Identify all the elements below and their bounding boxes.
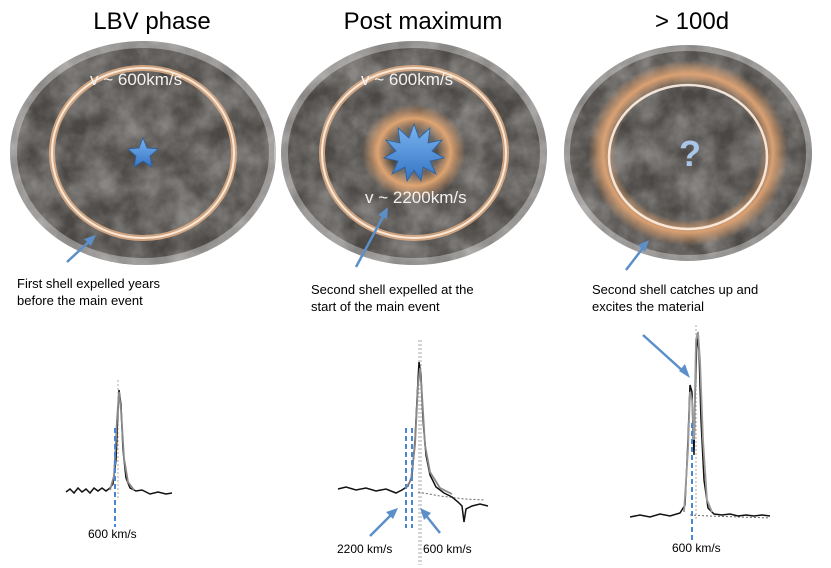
starburst-icon: [382, 122, 446, 183]
arrow-icon: [642, 334, 685, 373]
question-mark: ?: [679, 133, 701, 174]
star-icon: [127, 136, 159, 168]
spectrum-lbv-phase: [65, 380, 173, 527]
panel-title-lbv-phase: LBV phase: [93, 8, 211, 35]
velocity-label-2200: 2200 km/s: [337, 542, 393, 556]
spectrum-line: [65, 389, 173, 495]
arrow-icon: [354, 212, 387, 268]
panel-100d: [558, 39, 818, 271]
panel-title-post-maximum: Post maximum: [343, 8, 503, 35]
caption-post-maximum: Second shell expelled at the start of th…: [311, 282, 474, 314]
panel-lbv-phase: [3, 34, 283, 272]
speed-label: v ~ 600km/s: [90, 70, 183, 89]
velocity-label-600: 600 km/s: [672, 541, 721, 555]
spectrum-line: [337, 361, 489, 523]
velocity-label-600: 600 km/s: [88, 527, 137, 541]
panel-title-100d: > 100d: [654, 8, 730, 35]
panel-post-maximum: [274, 34, 554, 272]
outer-speed-label: v ~ 600km/s: [361, 70, 454, 89]
caption-100d: Second shell catches up and excites the …: [592, 282, 759, 314]
inner-speed-label: v ~ 2200km/s: [365, 188, 467, 207]
merged-shell-ring: [588, 60, 788, 246]
velocity-label-600: 600 km/s: [423, 542, 472, 556]
spectrum-post-maximum: [337, 340, 489, 565]
spectrum-100d: [629, 325, 771, 540]
caption-lbv-phase: First shell expelled years before the ma…: [17, 276, 161, 308]
